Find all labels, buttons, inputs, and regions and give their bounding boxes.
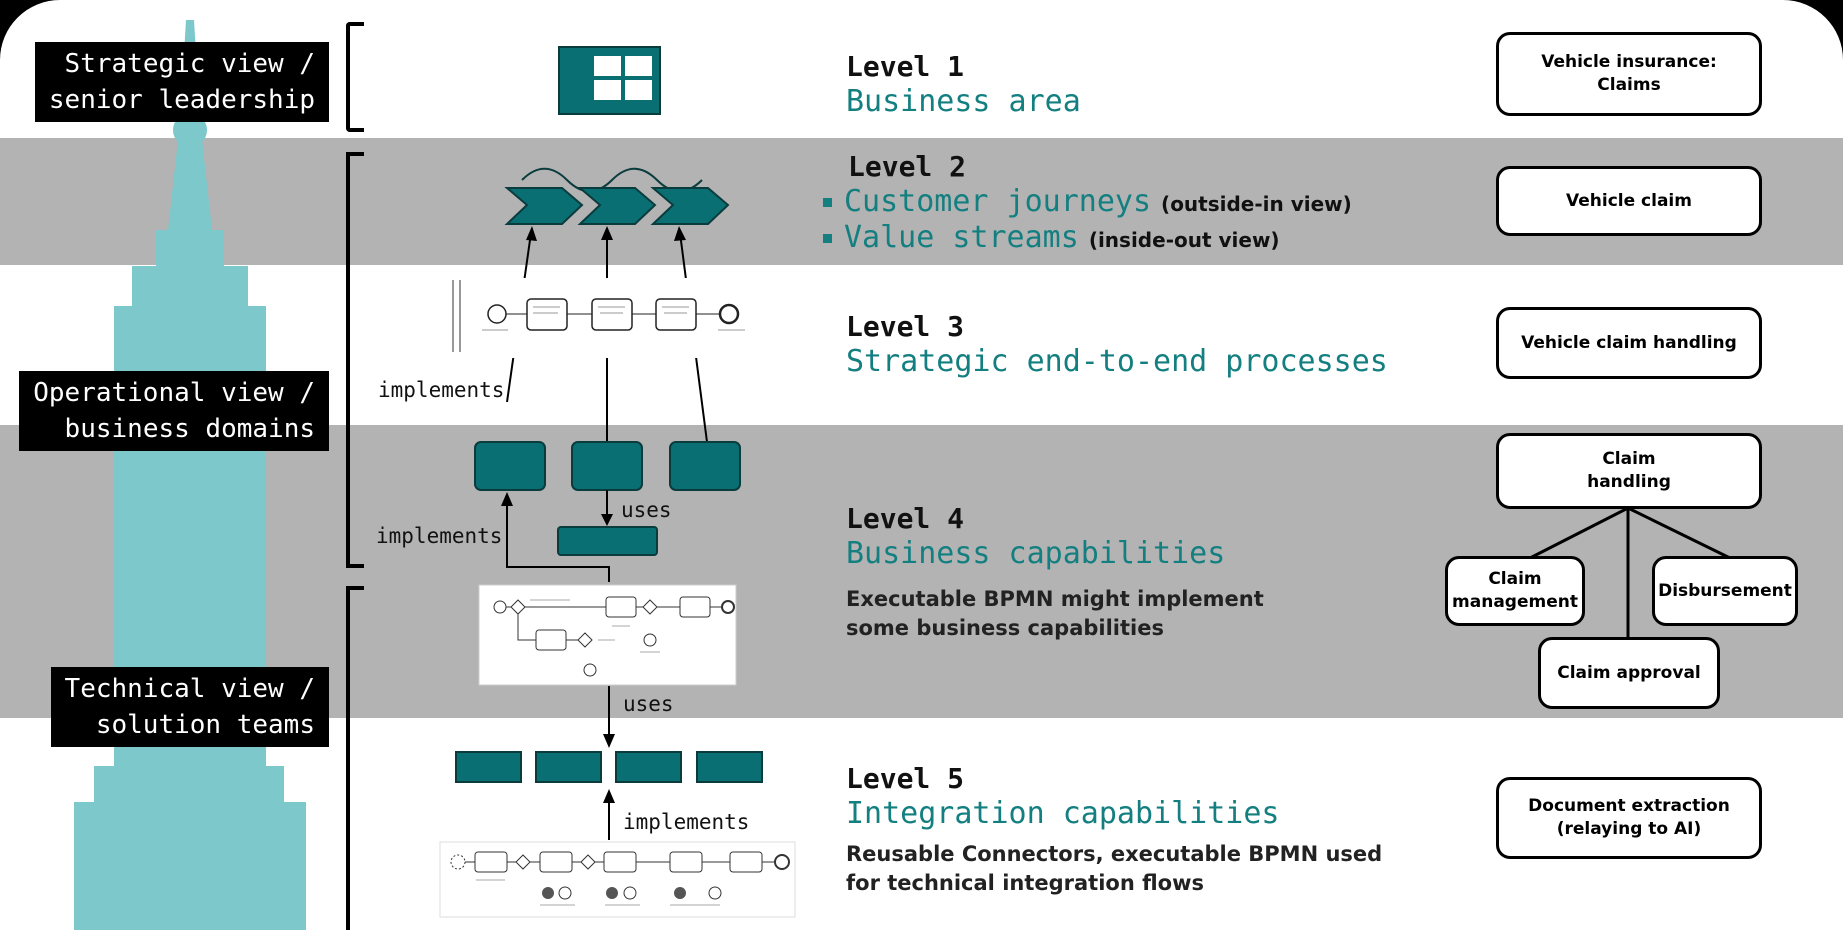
bullet-note: (outside-in view): [1161, 192, 1352, 216]
example-line: Claim: [1602, 449, 1656, 469]
example-line: Claim: [1488, 569, 1542, 589]
view-label-line: Strategic view /: [64, 49, 315, 79]
example-level-4-claim-approval: Claim approval: [1538, 637, 1720, 709]
label-implements-l4: implements: [376, 524, 503, 548]
label-implements-l3: implements: [378, 378, 505, 402]
view-label-line: business domains: [64, 414, 315, 444]
description-line: Reusable Connectors, executable BPMN use…: [846, 842, 1383, 866]
example-level-5: Document extraction (relaying to AI): [1496, 777, 1762, 859]
level-4-number: Level 4: [846, 502, 965, 535]
view-label-strategic: Strategic view / senior leadership: [34, 42, 329, 122]
chevron-arrow-icon: [504, 187, 730, 225]
bracket-strategic: [346, 22, 364, 132]
example-level-4-root: Claim handling: [1496, 433, 1762, 509]
bullet-label: Customer journeys: [844, 184, 1152, 219]
example-line: Vehicle insurance:: [1541, 52, 1717, 72]
grid-icon: [558, 46, 661, 115]
bpmn-diagram-icon: [447, 278, 752, 358]
level-5-name: Integration capabilities: [846, 796, 1280, 831]
bpmn-diagram-icon: [478, 584, 737, 686]
example-level-2: Vehicle claim: [1496, 166, 1762, 236]
level-4-description: Executable BPMN might implement some bus…: [846, 585, 1264, 643]
bracket-technical: [346, 586, 364, 930]
level-1-name: Business area: [846, 84, 1081, 119]
example-line: handling: [1587, 472, 1671, 492]
example-line: management: [1452, 592, 1578, 612]
bpmn-diagram-icon: [439, 841, 796, 918]
label-implements-l5: implements: [623, 810, 750, 834]
label-uses-l5: uses: [623, 692, 674, 716]
view-label-line: solution teams: [95, 710, 315, 740]
view-label-operational: Operational view / business domains: [19, 371, 329, 451]
bullet-icon: [823, 198, 832, 207]
level-4-name: Business capabilities: [846, 536, 1226, 571]
view-label-line: Technical view /: [64, 674, 315, 704]
bullet-label: Value streams: [844, 220, 1079, 255]
bullet-icon: [823, 234, 832, 243]
level-5-description: Reusable Connectors, executable BPMN use…: [846, 840, 1382, 898]
level-1-number: Level 1: [846, 50, 965, 83]
example-line: (relaying to AI): [1556, 819, 1702, 839]
description-line: Executable BPMN might implement: [846, 587, 1264, 611]
description-line: some business capabilities: [846, 616, 1164, 640]
bullet-note: (inside-out view): [1088, 228, 1280, 252]
level-3-number: Level 3: [846, 310, 965, 343]
example-level-3: Vehicle claim handling: [1496, 307, 1762, 379]
view-label-technical: Technical view / solution teams: [50, 667, 329, 747]
example-level-4-claim-management: Claim management: [1445, 556, 1585, 626]
example-line: Document extraction: [1528, 796, 1730, 816]
example-level-1: Vehicle insurance: Claims: [1496, 32, 1762, 116]
description-line: for technical integration flows: [846, 871, 1204, 895]
bracket-operational: [346, 152, 364, 568]
view-label-line: Operational view /: [33, 378, 315, 408]
label-uses-l4: uses: [621, 498, 672, 522]
level-3-name: Strategic end-to-end processes: [846, 344, 1388, 379]
view-label-line: senior leadership: [48, 85, 315, 115]
level-2-bullet-value-streams: Value streams (inside-out view): [823, 220, 1280, 255]
level-5-number: Level 5: [846, 762, 965, 795]
example-line: Claims: [1597, 75, 1661, 95]
level-2-bullet-customer-journeys: Customer journeys (outside-in view): [823, 184, 1352, 219]
level-2-number: Level 2: [848, 150, 967, 183]
example-level-4-disbursement: Disbursement: [1652, 556, 1798, 626]
